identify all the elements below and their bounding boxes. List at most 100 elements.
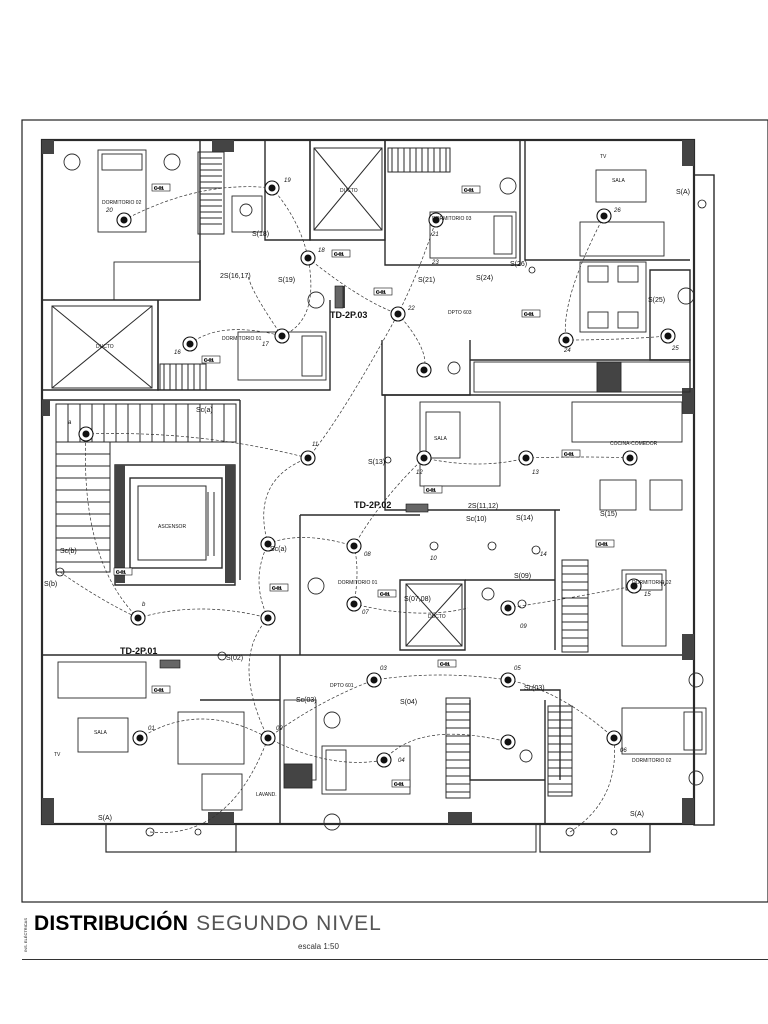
luminaire	[606, 730, 622, 746]
luminaire-number: 19	[284, 178, 291, 184]
luminaire-number: 25	[671, 346, 679, 352]
switch-label: S(04)	[400, 699, 417, 706]
sheet-title-main: DISTRIBUCIÓN	[34, 912, 189, 935]
switch-label: Sc(b)	[60, 548, 77, 555]
room-label: LAVAND.	[256, 792, 277, 798]
luminaire-number: 20	[105, 208, 113, 214]
duct-shafts	[51, 147, 463, 647]
furniture	[57, 169, 691, 811]
luminaire-number: 16	[174, 350, 181, 356]
luminaire	[428, 212, 444, 228]
panel-labels: TD-2P.03 TD-2P.02 TD-2P.01	[120, 310, 391, 656]
room-label: DORMITORIO 01	[338, 580, 378, 586]
circuit-tag-label: C-01	[376, 290, 386, 295]
luminaire	[596, 208, 612, 224]
title-vertical-caption: INS. ELÉCTRICAS	[23, 917, 28, 952]
circuit-tag-label: C-01	[204, 358, 214, 363]
circuit-tag-label: C-01	[464, 188, 474, 193]
room-label: DORMITORIO 02	[632, 580, 672, 586]
switch-label: S(A)	[676, 189, 690, 196]
title-rule	[22, 959, 768, 960]
luminaire	[346, 596, 362, 612]
luminaire	[390, 306, 406, 322]
beds	[97, 149, 707, 795]
circuit-tag-label: C-01	[426, 488, 436, 493]
room-label: ASCENSOR	[158, 524, 186, 530]
switch-label: S(15)	[600, 511, 617, 518]
luminaire-number: 02	[276, 726, 283, 732]
luminaire-numbers: 20 19 18 16 17 21 22 23 26 24 25 12 13 1…	[68, 178, 679, 764]
luminaire-number: a	[68, 420, 72, 426]
circuit-tag-label: C-01	[272, 586, 282, 591]
luminaire-number: 14	[540, 552, 547, 558]
circuit-tag-label: C-01	[564, 452, 574, 457]
circuit-tag-label: C-01	[380, 592, 390, 597]
luminaire	[660, 328, 676, 344]
tv-label: TV	[660, 582, 667, 588]
luminaire-number: 10	[430, 556, 437, 562]
luminaire-number: 03	[380, 666, 387, 672]
room-label: DUCTO	[340, 188, 358, 194]
luminaire	[416, 362, 432, 378]
luminaire	[264, 180, 280, 196]
luminaire-number: 15	[644, 592, 651, 598]
luminaire-number: b	[142, 602, 146, 608]
tv-labels: TV TV TV	[54, 154, 667, 758]
switch-label: S(21)	[418, 277, 435, 284]
room-label: DUCTO	[428, 614, 446, 620]
room-label: DORMITORIO 01	[222, 336, 262, 342]
luminaire-number: 24	[563, 348, 571, 354]
luminaire	[300, 250, 316, 266]
circuit-tag-label: C-01	[394, 782, 404, 787]
luminaire-number: 18	[318, 248, 325, 254]
luminaire-number: 17	[262, 342, 269, 348]
stair-treads	[55, 147, 589, 799]
luminaire-number: 26	[613, 208, 621, 214]
switch-label: S(02)	[226, 655, 243, 662]
switch-label: Sc(a)	[270, 546, 287, 553]
room-label: DORMITORIO 02	[102, 200, 142, 206]
luminaire-number: 09	[520, 624, 527, 630]
circuit-tag-label: C-01	[334, 252, 344, 257]
room-label: SALA	[94, 730, 107, 736]
interior-walls	[42, 140, 691, 825]
switch-label: S(13)	[368, 459, 385, 466]
luminaire	[366, 672, 382, 688]
room-label: DORMITORIO 03	[432, 216, 472, 222]
luminaire-number: 04	[398, 758, 405, 764]
circuit-tag-label: C-01	[524, 312, 534, 317]
wall-outlets	[55, 199, 707, 837]
switch-label: Sc(10)	[466, 516, 487, 523]
luminaire	[558, 332, 574, 348]
room-label: DUCTO	[96, 344, 114, 350]
sheet-frame	[21, 119, 768, 903]
room-label: DPTO 601	[330, 683, 354, 689]
switch-label: S(24)	[476, 275, 493, 282]
luminaire	[78, 426, 94, 442]
panel-label-td2p02: TD-2P.02	[354, 500, 391, 510]
scale-label: escala 1:50	[298, 942, 339, 951]
luminaire-number: 08	[364, 552, 371, 558]
luminaire	[500, 600, 516, 616]
luminaire	[416, 450, 432, 466]
luminaire	[182, 336, 198, 352]
luminaire	[260, 730, 276, 746]
luminaire-number: 05	[514, 666, 521, 672]
circuit-tag-label: C-01	[598, 542, 608, 547]
luminaire	[346, 538, 362, 554]
panel-label-td2p01: TD-2P.01	[120, 646, 157, 656]
luminaire-number: 23	[431, 260, 439, 266]
room-label: DORMITORIO 02	[632, 758, 672, 764]
luminaire-symbols	[78, 180, 676, 768]
circuit-tag-label: C-01	[440, 662, 450, 667]
luminaire	[130, 610, 146, 626]
switch-label: S(b)	[44, 581, 57, 588]
switch-label: S(14)	[516, 515, 533, 522]
exterior-walls	[40, 138, 715, 853]
switch-label: Sc(03)	[524, 685, 545, 692]
switch-label: S(18)	[252, 231, 269, 238]
luminaire	[500, 734, 516, 750]
